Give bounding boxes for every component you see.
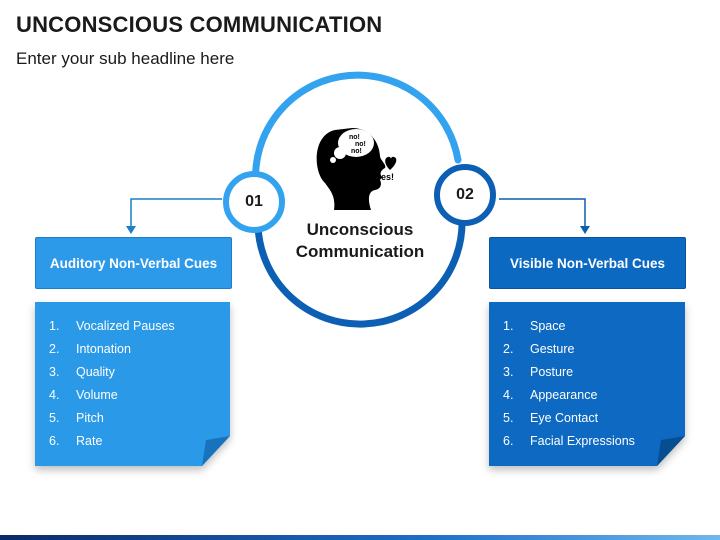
list-item-number: 3. [49, 365, 60, 379]
list-item-text: Gesture [530, 342, 575, 356]
badge-circle-01 [223, 171, 285, 233]
list-item: 3. Quality [49, 361, 175, 384]
list-item-number: 2. [503, 342, 514, 356]
list-item-text: Appearance [530, 388, 598, 402]
visible-cues-list: 1. Space 2. Gesture 3. Posture 4. Appearance… [503, 315, 635, 453]
list-item-text: Eye Contact [530, 411, 599, 425]
list-item: 5. Pitch [49, 407, 175, 430]
auditory-cues-list: 1. Vocalized Pauses 2. Intonation 3. Qualit… [49, 315, 175, 453]
left-note-panel [35, 302, 230, 466]
list-item-number: 1. [49, 319, 60, 333]
right-note-fold [657, 436, 685, 466]
head-silhouette-icon [316, 128, 386, 210]
badge-02-label: 02 [456, 186, 474, 203]
list-item: 2. Intonation [49, 338, 175, 361]
list-item-number: 5. [49, 411, 60, 425]
left-arrow-head-icon [126, 226, 136, 234]
thought-text-no-1: no! [349, 134, 360, 141]
list-item-number: 6. [503, 434, 514, 448]
left-connector-line [130, 198, 222, 228]
right-connector-line [499, 198, 586, 228]
yes-text: yes! [376, 172, 394, 182]
thought-text-no-2: no! [355, 141, 366, 148]
center-ring-lower-arc [254, 214, 466, 328]
list-item: 1. Vocalized Pauses [49, 315, 175, 338]
list-item-number: 3. [503, 365, 514, 379]
center-ring-upper-arc [252, 71, 462, 198]
list-item-text: Volume [76, 388, 118, 402]
heart-icon [385, 156, 397, 170]
badge-01-label: 01 [245, 193, 263, 210]
list-item: 4. Volume [49, 384, 175, 407]
right-arrow-head-icon [580, 226, 590, 234]
list-item-number: 1. [503, 319, 514, 333]
list-item-number: 4. [49, 388, 60, 402]
visible-cues-header: Visible Non-Verbal Cues [489, 237, 686, 289]
list-item-number: 2. [49, 342, 60, 356]
list-item-number: 5. [503, 411, 514, 425]
list-item-number: 6. [49, 434, 60, 448]
list-item-text: Posture [530, 365, 574, 379]
list-item-text: Pitch [76, 411, 104, 425]
list-item-text: Quality [76, 365, 115, 379]
list-item: 4. Appearance [503, 384, 635, 407]
center-label-line1: Unconscious [306, 220, 414, 239]
center-label-line2: Communication [295, 242, 425, 261]
list-item: 6. Rate [49, 430, 175, 453]
list-item-text: Rate [76, 434, 103, 448]
badge-circle-02 [434, 164, 496, 226]
right-note-panel [489, 302, 685, 466]
bottom-accent-bar [0, 535, 720, 540]
list-item: 3. Posture [503, 361, 635, 384]
page-subtitle: Enter your sub headline here [16, 49, 235, 68]
list-item-text: Intonation [76, 342, 131, 356]
list-item: 5. Eye Contact [503, 407, 635, 430]
page-title: UNCONSCIOUS COMMUNICATION [16, 12, 383, 37]
list-item-text: Facial Expressions [530, 434, 635, 448]
list-item: 2. Gesture [503, 338, 635, 361]
auditory-cues-header: Auditory Non-Verbal Cues [35, 237, 232, 289]
thought-text-no-3: no! [351, 148, 362, 155]
list-item: 1. Space [503, 315, 635, 338]
center-label: Unconscious Communication [280, 219, 440, 263]
left-note-fold [202, 436, 230, 466]
list-item-text: Vocalized Pauses [76, 319, 175, 333]
list-item-number: 4. [503, 388, 514, 402]
list-item-text: Space [530, 319, 566, 333]
list-item: 6. Facial Expressions [503, 430, 635, 453]
